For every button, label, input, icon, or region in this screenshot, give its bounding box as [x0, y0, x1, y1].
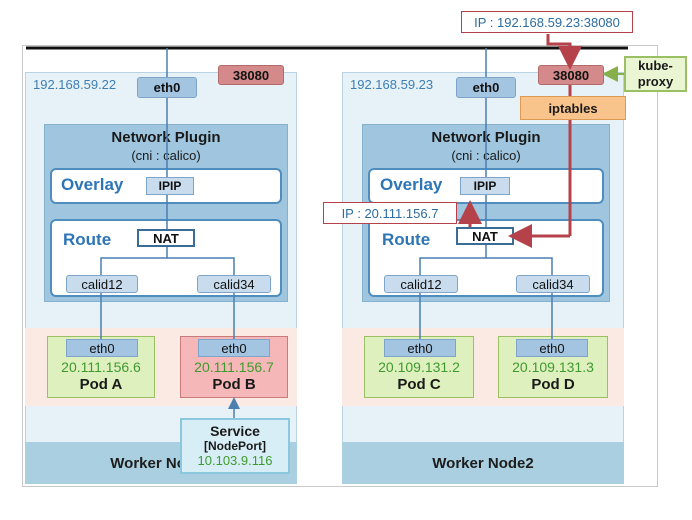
node-1-plugin-sub: (cni : calico): [131, 148, 201, 163]
pod-ip-callout: IP : 20.111.156.7: [323, 202, 457, 224]
pod-d-ip: 20.109.131.3: [512, 359, 594, 375]
pod-b-eth0: eth0: [198, 339, 270, 357]
node-2-plugin-sub: (cni : calico): [451, 148, 521, 163]
pod-d-name: Pod D: [531, 376, 575, 393]
service-type: [NodePort]: [204, 439, 266, 453]
node-2-port-38080: 38080: [538, 65, 604, 85]
node-2-overlay-label: Overlay: [380, 175, 443, 194]
node-2-ip: 192.168.59.23: [350, 77, 434, 92]
pod-b-ip: 20.111.156.7: [194, 359, 274, 375]
node-2-route-label: Route: [382, 230, 431, 249]
pod-a-eth0: eth0: [66, 339, 138, 357]
node-2-worker-label: Worker Node2: [342, 442, 624, 484]
node-1-ip: 192.168.59.22: [33, 77, 117, 92]
service-ip: 10.103.9.116: [197, 453, 273, 468]
node-2-eth0: eth0: [456, 77, 516, 98]
iptables: iptables: [520, 96, 626, 120]
node-2-calid34: calid34: [516, 275, 590, 293]
node-2-calid12: calid12: [384, 275, 458, 293]
node-1-calid34: calid34: [197, 275, 271, 293]
external-ip-callout: IP : 192.168.59.23:38080: [461, 11, 633, 33]
pod-c-ip: 20.109.131.2: [378, 359, 460, 375]
node-2-plugin-title: Network Plugin: [431, 129, 541, 146]
node-1-calid12: calid12: [66, 275, 138, 293]
node-1-ipip: IPIP: [146, 177, 194, 195]
node-1-route-label: Route: [63, 230, 112, 249]
node-2-ipip: IPIP: [460, 177, 510, 195]
pod-c-eth0: eth0: [384, 339, 456, 357]
pod-a-name: Pod A: [79, 376, 123, 393]
pod-c-name: Pod C: [397, 376, 441, 393]
node-2-nat: NAT: [456, 227, 514, 245]
node-1-overlay-box: [50, 168, 282, 204]
pod-d-eth0: eth0: [516, 339, 588, 357]
service-title: Service: [210, 423, 260, 439]
service-nodeport: Service [NodePort] 10.103.9.116: [180, 418, 290, 474]
pod-b-name: Pod B: [212, 376, 256, 393]
node-1-eth0: eth0: [137, 77, 197, 98]
node-1-port-38080: 38080: [218, 65, 284, 85]
pod-a-ip: 20.111.156.6: [61, 359, 141, 375]
node-1-plugin-title: Network Plugin: [111, 129, 221, 146]
kube-proxy: kube- proxy: [624, 56, 687, 92]
node-1-overlay-label: Overlay: [61, 175, 124, 194]
kube-proxy-line-2: proxy: [637, 74, 674, 89]
kube-proxy-line-1: kube-: [638, 58, 673, 73]
node-1-nat: NAT: [137, 229, 195, 247]
